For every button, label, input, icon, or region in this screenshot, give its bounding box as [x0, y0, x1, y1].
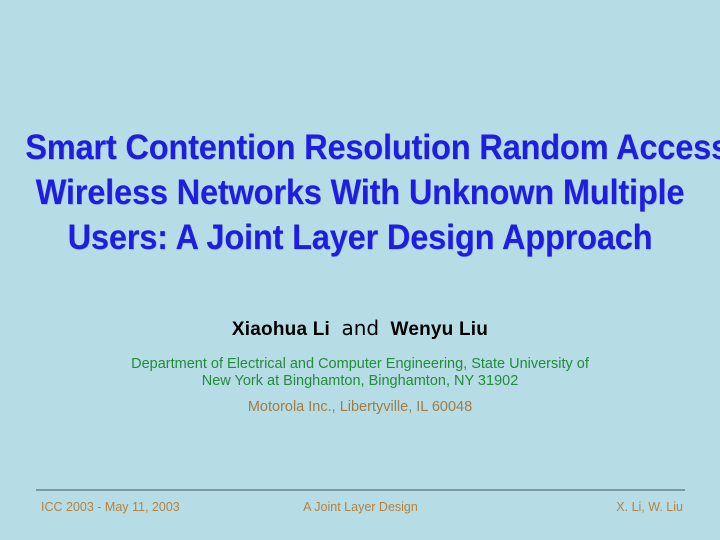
author-list: Xiaohua Li and Wenyu Liu	[0, 316, 720, 341]
title-line-1: Smart Contention Resolution Random Acces…	[25, 128, 720, 167]
author-first: Xiaohua Li	[231, 319, 330, 340]
title-line-3: Users: A Joint Layer Design Approach	[67, 218, 653, 257]
author-second: Wenyu Liu	[390, 319, 489, 340]
footer-divider	[36, 489, 685, 491]
secondary-affiliation: Motorola Inc., Libertyville, IL 60048	[247, 399, 473, 415]
affiliation-line-2: New York at Binghamton, Binghamton, NY 3…	[201, 373, 519, 389]
footer: ICC 2003 - May 11, 2003 A Joint Layer De…	[36, 500, 685, 520]
page-title: Smart Contention Resolution Random Acces…	[0, 125, 720, 260]
affiliation-line-1: Department of Electrical and Computer En…	[131, 356, 589, 372]
footer-authors: X. Li, W. Liu	[616, 500, 683, 514]
author-conjunction: and	[341, 316, 380, 340]
affiliation-block: Department of Electrical and Computer En…	[0, 356, 720, 390]
footer-talk-title: A Joint Layer Design	[303, 500, 418, 514]
title-line-2: Wireless Networks With Unknown Multiple	[35, 173, 685, 212]
footer-conference-date: ICC 2003 - May 11, 2003	[41, 500, 180, 514]
